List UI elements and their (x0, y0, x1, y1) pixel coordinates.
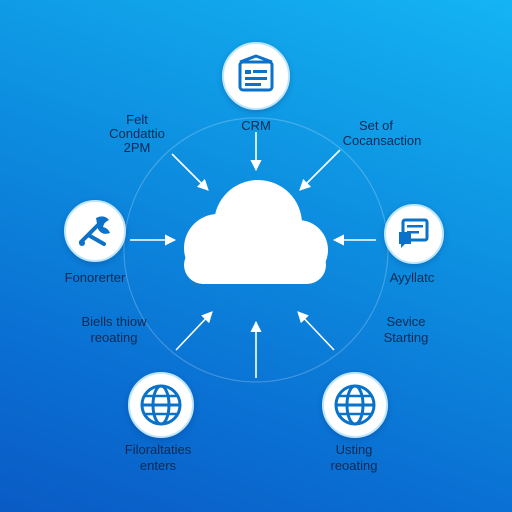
bottom-right-node-icon[interactable] (322, 372, 388, 438)
mid-left-line2: reoating (90, 330, 138, 345)
cloud-icon (184, 180, 328, 284)
tools-icon (79, 216, 110, 246)
arrow-midright-from-cloud (297, 311, 335, 351)
right-node-label: Ayyllatc (389, 270, 435, 285)
left-node-icon[interactable] (64, 200, 126, 262)
right-node-icon[interactable] (384, 204, 444, 264)
bottom-left-line1: Filoraltaties (124, 442, 192, 457)
crm-node-icon[interactable] (222, 42, 290, 110)
arrow-midleft-from-cloud (175, 311, 213, 351)
bottom-right-line1: Usting (335, 442, 373, 457)
crm-label: CRM (241, 118, 271, 133)
top-left-line1: Felt (126, 112, 148, 127)
arrow-topleft-to-cloud (171, 153, 209, 191)
bottom-right-line2: reoating (330, 458, 378, 473)
bottom-left-node-icon[interactable] (128, 372, 194, 438)
left-node-label: Fonorerter (64, 270, 126, 285)
bottom-left-line2: enters (139, 458, 177, 473)
mid-right-line2: Starting (383, 330, 429, 345)
mid-left-line1: Biells thiow (81, 314, 147, 329)
document-window-icon (238, 54, 274, 92)
chat-document-icon (399, 218, 429, 248)
globe-icon (140, 384, 182, 426)
top-right-line2: Cocansaction (342, 133, 422, 148)
top-left-line2: Condattio (109, 126, 165, 141)
top-left-line3: 2PM (123, 140, 151, 155)
top-right-line1: Set of (359, 118, 393, 133)
mid-right-line1: Sevice (386, 314, 426, 329)
globe-icon (334, 384, 376, 426)
arrow-topright-to-cloud (299, 149, 341, 191)
